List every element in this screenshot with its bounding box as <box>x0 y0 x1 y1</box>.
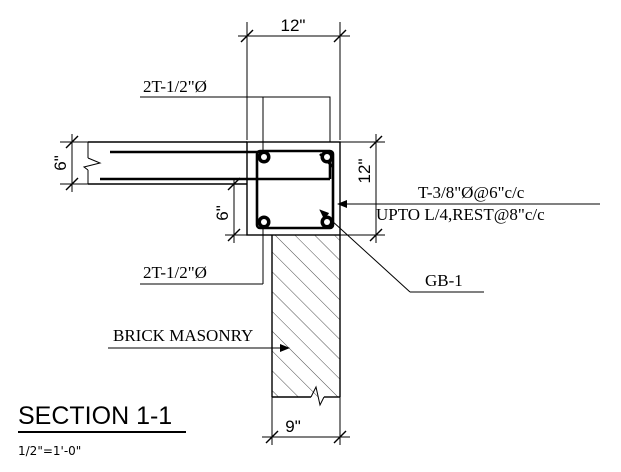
wall-label: BRICK MASONRY <box>113 326 253 345</box>
wall-leader: BRICK MASONRY <box>108 326 290 352</box>
section-title: SECTION 1-1 <box>18 402 172 430</box>
slab-thickness-dimension: 6" <box>51 134 88 192</box>
top-width-label: 12" <box>281 16 306 35</box>
stirrups-leader: T-3/8"Ø@6"c/c UPTO L/4,REST@8"c/c <box>337 183 600 224</box>
beam-mark-leader: GB-1 <box>319 209 484 293</box>
wall-width-label: 9" <box>285 417 301 436</box>
top-bars-leader: 2T-1/2"Ø <box>140 77 331 151</box>
beam-mark-label: GB-1 <box>425 271 463 290</box>
bottom-bars-label: 2T-1/2"Ø <box>143 263 207 282</box>
beam-depth-dimension: 12" <box>340 134 385 243</box>
stirrups-label-line2: UPTO L/4,REST@8"c/c <box>376 205 545 224</box>
beam <box>246 141 341 236</box>
slab <box>82 141 332 185</box>
drop-dimension: 6" <box>213 177 247 243</box>
top-bars-label: 2T-1/2"Ø <box>143 77 207 96</box>
drop-label: 6" <box>213 205 232 221</box>
wall-width-dimension: 9" <box>262 397 350 445</box>
beam-depth-label: 12" <box>355 159 374 184</box>
top-width-dimension: 12" <box>238 16 350 140</box>
slab-thickness-label: 6" <box>51 155 70 171</box>
section-title-block: SECTION 1-1 1/2"=1'-0" <box>18 402 186 458</box>
stirrups-label-line1: T-3/8"Ø@6"c/c <box>418 183 525 202</box>
bottom-bars-leader: 2T-1/2"Ø <box>140 228 264 285</box>
scale-label: 1/2"=1'-0" <box>18 444 81 458</box>
brick-wall <box>271 235 341 407</box>
